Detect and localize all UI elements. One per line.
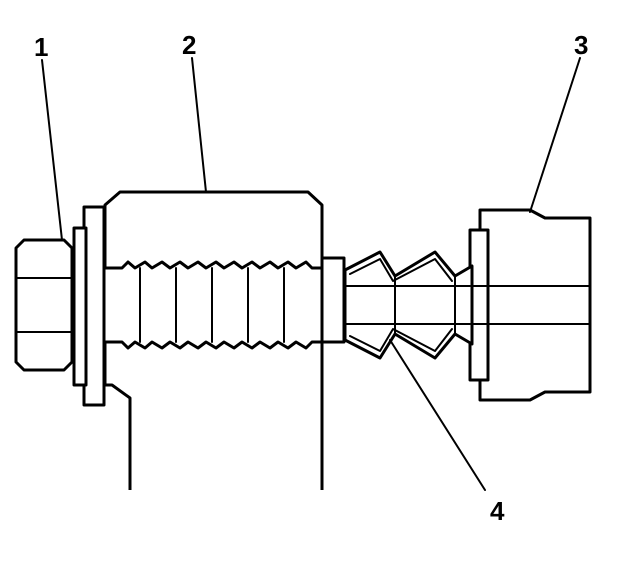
boot [343,250,474,360]
callout-4: 4 [490,496,505,526]
bolt-head [14,205,106,407]
puller-body [102,190,346,490]
callout-3: 3 [574,30,588,60]
leader-lines [41,57,581,491]
callout-1: 1 [34,32,48,62]
callout-2: 2 [182,30,196,60]
shaft-assembly [455,208,592,402]
